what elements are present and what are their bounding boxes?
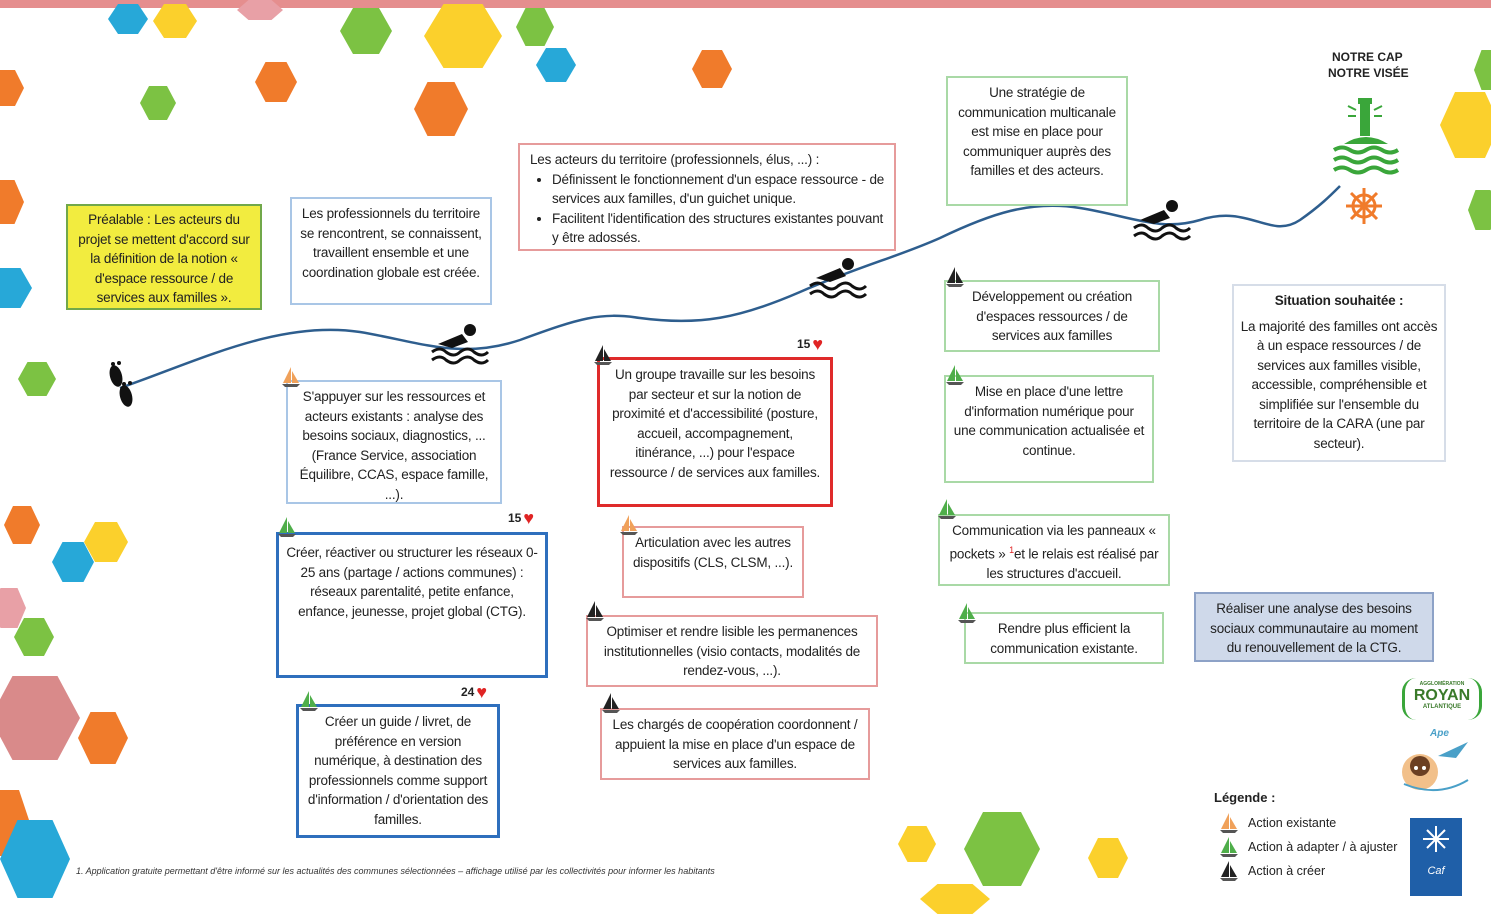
sail-icon-existing xyxy=(282,367,300,387)
strategie-box: Une stratégie de communication multicana… xyxy=(946,76,1128,206)
swimmer-icon xyxy=(1133,200,1192,241)
sail-icon-adapt xyxy=(278,517,296,537)
heart-icon: ♥ xyxy=(476,682,488,702)
sail-icon-create xyxy=(946,267,964,287)
efficient-box: Rendre plus efficient la communication e… xyxy=(964,612,1164,664)
heart-count-guide: 24♥ xyxy=(461,682,488,702)
lettre-box: Mise en place d'une lettre d'information… xyxy=(944,375,1154,483)
professionnels-box: Les professionnels du territoire se renc… xyxy=(290,197,492,305)
swimmer-icon xyxy=(809,258,868,299)
hexagon-decoration xyxy=(1468,190,1491,230)
sail-icon-adapt xyxy=(946,365,964,385)
ape-logo: Ape xyxy=(1398,728,1476,800)
hexagon-decoration xyxy=(78,712,128,764)
legend-item: Action à adapter / à ajuster xyxy=(1218,836,1397,858)
developpement-box: Développement ou création d'espaces ress… xyxy=(944,280,1160,352)
heart-icon: ♥ xyxy=(523,508,535,528)
analyse-box: Réaliser une analyse des besoins sociaux… xyxy=(1194,592,1434,662)
cap-title-line1: NOTRE CAP xyxy=(1332,50,1403,64)
ship-wheel-icon xyxy=(1346,188,1382,224)
acteurs-item: Définissent le fonctionnement d'un espac… xyxy=(552,170,888,209)
hexagon-decoration xyxy=(0,820,70,898)
optimiser-box: Optimiser et rendre lisible les permanen… xyxy=(586,615,878,687)
heart-count-groupe: 15♥ xyxy=(797,334,824,354)
panneaux-box: Communication via les panneaux « pockets… xyxy=(938,514,1170,586)
situation-text: La majorité des familles ont accès à un … xyxy=(1240,318,1438,451)
hexagon-decoration xyxy=(692,50,732,88)
reseaux-box: Créer, réactiver ou structurer les résea… xyxy=(276,532,548,678)
acteurs-box: Les acteurs du territoire (professionnel… xyxy=(518,143,896,251)
panneaux-text-b: et le relais est réalisé par les structu… xyxy=(986,546,1159,581)
guide-box: Créer un guide / livret, de préférence e… xyxy=(296,704,500,838)
acteurs-item: Facilitent l'identification des structur… xyxy=(552,209,888,248)
hexagon-decoration xyxy=(84,522,128,562)
footnote: 1. Application gratuite permettant d'êtr… xyxy=(76,866,715,876)
hexagon-decoration xyxy=(1474,50,1491,90)
footnote-marker: 1 xyxy=(1009,544,1014,555)
sail-icon-adapt xyxy=(938,499,956,519)
charges-box: Les chargés de coopération coordonnent /… xyxy=(600,708,870,780)
ape-emblem-icon xyxy=(1402,742,1469,792)
sail-icon-adapt xyxy=(300,691,318,711)
snowflake-icon xyxy=(1423,826,1449,852)
sail-icon-create xyxy=(602,693,620,713)
sail-icon-create xyxy=(586,601,604,621)
heart-count-reseaux: 15♥ xyxy=(508,508,535,528)
cap-title-line2: NOTRE VISÉE xyxy=(1328,66,1409,80)
situation-title: Situation souhaitée : xyxy=(1274,293,1404,308)
prealable-box: Préalable : Les acteurs du projet se met… xyxy=(66,204,262,310)
royan-logo: AGGLOMÉRATION ROYAN ATLANTIQUE xyxy=(1402,678,1482,720)
hexagon-decoration xyxy=(536,48,576,82)
groupe-box: Un groupe travaille sur les besoins par … xyxy=(597,357,833,507)
hexagon-decoration xyxy=(52,542,94,582)
legend-item: Action à créer xyxy=(1218,860,1325,882)
sail-icon-create xyxy=(1220,861,1238,881)
swimmer-icon xyxy=(431,324,490,365)
hexagon-decoration xyxy=(237,0,283,20)
lighthouse-icon xyxy=(1332,98,1400,175)
heart-icon: ♥ xyxy=(812,334,824,354)
appuyer-box: S'appuyer sur les ressources et acteurs … xyxy=(286,380,502,504)
sail-icon-adapt xyxy=(1220,837,1238,857)
legend-item: Action existante xyxy=(1218,812,1336,834)
sail-icon-existing xyxy=(620,515,638,535)
footprints-icon xyxy=(109,361,133,407)
hexagon-decoration xyxy=(424,4,502,68)
sail-icon-adapt xyxy=(958,603,976,623)
articulation-box: Articulation avec les autres dispositifs… xyxy=(622,526,804,598)
top-banner xyxy=(0,0,1491,8)
hexagon-decoration xyxy=(414,82,468,136)
situation-box: Situation souhaitée : La majorité des fa… xyxy=(1232,284,1446,462)
legend-title: Légende : xyxy=(1214,790,1276,805)
acteurs-list: Définissent le fonctionnement d'un espac… xyxy=(530,170,888,248)
caf-logo: Caf xyxy=(1410,818,1462,896)
acteurs-intro: Les acteurs du territoire (professionnel… xyxy=(530,152,820,167)
panneaux-text-a: Communication via les panneaux « pockets… xyxy=(949,523,1156,561)
sail-icon-existing xyxy=(1220,813,1238,833)
sail-icon-create xyxy=(594,345,612,365)
